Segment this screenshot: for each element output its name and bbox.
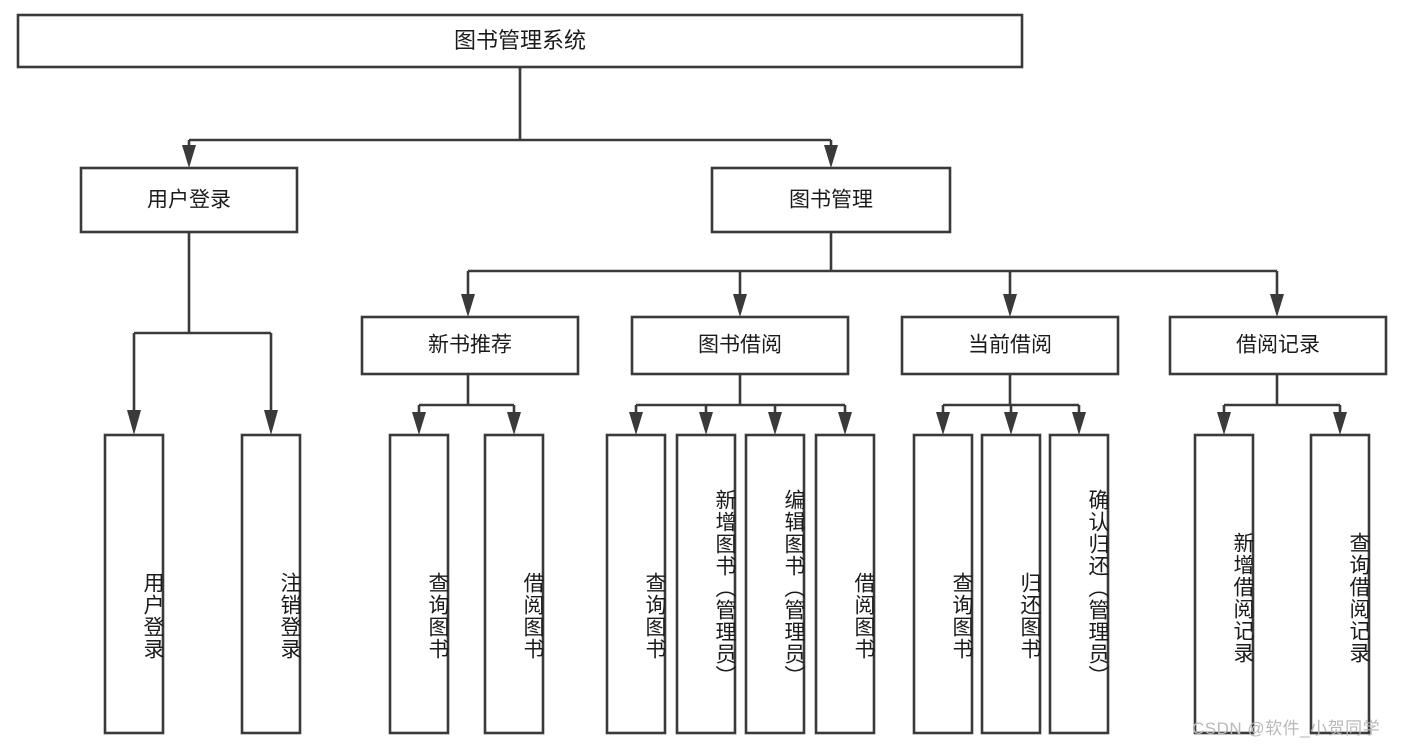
node-leaf-query-record[interactable] bbox=[1309, 433, 1371, 735]
node-leaf-query-book-1[interactable] bbox=[388, 433, 450, 735]
arrow-borrow-record bbox=[1270, 294, 1284, 317]
node-leaf-edit-book[interactable] bbox=[744, 433, 806, 735]
node-leaf-borrow-book-1[interactable] bbox=[483, 433, 545, 735]
node-leaf-add-book[interactable] bbox=[675, 433, 737, 735]
arrow-edit-book bbox=[768, 412, 782, 435]
csdn-watermark: CSDN @软件_小贺同学 bbox=[1192, 719, 1381, 738]
node-leaf-return-book[interactable] bbox=[980, 433, 1042, 735]
node-book-borrow[interactable]: 图书借阅 bbox=[630, 315, 850, 376]
arrow-query-book-2 bbox=[629, 412, 643, 435]
arrow-query-record bbox=[1333, 412, 1347, 435]
node-book-manage[interactable]: 图书管理 bbox=[710, 166, 952, 234]
arrow-add-book bbox=[699, 412, 713, 435]
arrow-query-book-3 bbox=[936, 412, 950, 435]
node-leaf-query-book-2[interactable] bbox=[605, 433, 667, 735]
nodes-layer: 图书管理系统 用户登录 图书管理 新书推荐 图书借阅 当前 bbox=[16, 13, 1388, 735]
arrow-return-book bbox=[1004, 412, 1018, 435]
node-current-borrow-label: 当前借阅 bbox=[968, 334, 1052, 357]
node-book-borrow-label: 图书借阅 bbox=[698, 334, 782, 357]
arrow-leaf-logout bbox=[264, 410, 278, 435]
arrow-current-borrow bbox=[1003, 294, 1017, 317]
node-user-login-label: 用户登录 bbox=[147, 189, 231, 212]
arrow-book-manage bbox=[824, 145, 838, 168]
node-leaf-add-record[interactable] bbox=[1193, 433, 1255, 735]
node-root-label: 图书管理系统 bbox=[454, 28, 586, 53]
arrow-user-login bbox=[182, 145, 196, 168]
arrow-query-book-1 bbox=[412, 412, 426, 435]
node-leaf-confirm-return[interactable] bbox=[1048, 433, 1110, 735]
node-leaf-borrow-book-2[interactable] bbox=[814, 433, 876, 735]
arrow-borrow-book-1 bbox=[507, 412, 521, 435]
node-borrow-record[interactable]: 借阅记录 bbox=[1168, 315, 1388, 376]
node-new-book-recommend[interactable]: 新书推荐 bbox=[360, 315, 580, 376]
arrow-book-borrow bbox=[733, 294, 747, 317]
node-borrow-record-label: 借阅记录 bbox=[1236, 334, 1320, 357]
arrow-new-book-recommend bbox=[461, 294, 475, 317]
arrow-confirm-return bbox=[1072, 412, 1086, 435]
arrow-leaf-user-login bbox=[127, 410, 141, 435]
node-book-manage-label: 图书管理 bbox=[789, 189, 873, 212]
node-leaf-user-login[interactable] bbox=[103, 433, 165, 735]
arrow-borrow-book-2 bbox=[838, 412, 852, 435]
arrow-add-record bbox=[1217, 412, 1231, 435]
node-root[interactable]: 图书管理系统 bbox=[16, 13, 1024, 69]
node-leaf-logout-login[interactable] bbox=[240, 433, 302, 735]
node-user-login[interactable]: 用户登录 bbox=[79, 166, 299, 234]
node-leaf-query-book-3[interactable] bbox=[912, 433, 974, 735]
node-new-book-recommend-label: 新书推荐 bbox=[428, 334, 512, 357]
node-current-borrow[interactable]: 当前借阅 bbox=[900, 315, 1120, 376]
